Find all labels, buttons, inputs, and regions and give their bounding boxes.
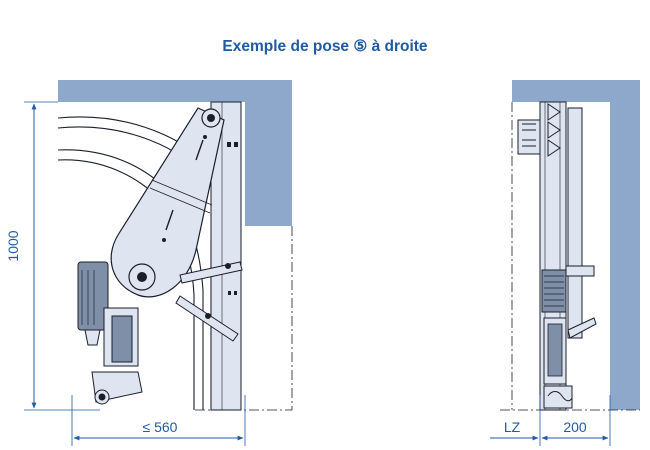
linkage: [175, 261, 243, 342]
motor-unit: [77, 261, 143, 405]
vertical-rail: [210, 101, 242, 411]
gear-block: [541, 269, 567, 313]
side-wall: [512, 80, 640, 410]
depth-label: 200: [563, 419, 587, 435]
top-bracket: [517, 103, 561, 157]
height-label: 1000: [5, 230, 21, 261]
height-dimension: 1000: [5, 101, 100, 411]
side-dimensions: LZ 200: [490, 395, 611, 446]
side-arm: [567, 107, 583, 339]
diagram-title: Exemple de pose ⑤ à droite: [222, 38, 428, 55]
front-view: [57, 80, 293, 411]
lz-label: LZ: [504, 419, 521, 435]
width-label: ≤ 560: [143, 419, 178, 435]
floor-lines: [195, 226, 293, 411]
motor-arm: [110, 107, 225, 298]
front-wall: [58, 80, 292, 226]
width-dimension: ≤ 560: [71, 395, 246, 446]
side-view: [500, 80, 640, 411]
